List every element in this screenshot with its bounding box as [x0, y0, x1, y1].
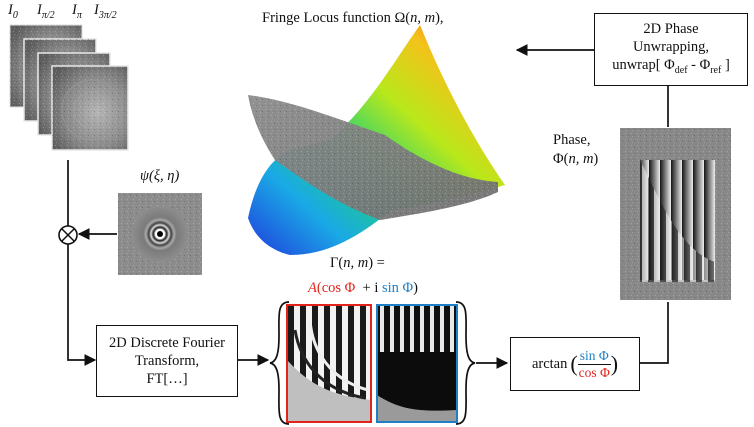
fringe-locus-surface: [248, 25, 505, 255]
psi-kernel-image: [118, 193, 202, 275]
dft-line2: Transform,: [134, 353, 200, 369]
frame-label-pi: Iπ: [72, 2, 82, 21]
phase-label: Phase, Φ(n, m): [553, 132, 599, 167]
frame-label-pi2: Iπ/2: [37, 2, 55, 21]
dft-line3: FT[…]: [146, 371, 188, 387]
unwrap-line2: Unwrapping,: [632, 38, 710, 55]
gamma-label: Γ(n, m) =: [330, 255, 385, 271]
output-braces: [269, 301, 476, 425]
cos-fringe-image: [286, 304, 372, 423]
arctan-fraction: sin Φ cos Φ: [577, 347, 611, 380]
frame-label-3pi2: I3π/2: [94, 2, 117, 21]
dft-line1: 2D Discrete Fourier: [109, 335, 225, 351]
arctan-fn: arctan: [531, 356, 568, 372]
interferogram-stack: [9, 24, 129, 151]
unwrap-line1: 2D Phase: [643, 20, 699, 37]
arctan-box: arctan ( sin Φ cos Φ ): [510, 337, 640, 391]
gamma-expression: A(cos Φ + i sin Φ): [308, 280, 418, 296]
unwrap-line3: unwrap[ Φdef - Φref ]: [612, 56, 730, 76]
frame-label-0: I0: [8, 2, 18, 21]
unwrap-box: 2D Phase Unwrapping, unwrap[ Φdef - Φref…: [594, 13, 748, 86]
multiply-node: [58, 225, 78, 245]
connector-lines: [67, 44, 669, 369]
wrapped-phase-image: [620, 128, 731, 300]
fringe-locus-title: Fringe Locus function Ω(n, m),: [262, 10, 444, 26]
psi-label: ψ(ξ, η): [140, 168, 180, 184]
dft-box: 2D Discrete Fourier Transform, FT[…]: [96, 325, 238, 397]
sin-fringe-image: [376, 304, 458, 423]
frame-labels: I0 Iπ/2 Iπ I3π/2: [8, 2, 138, 24]
